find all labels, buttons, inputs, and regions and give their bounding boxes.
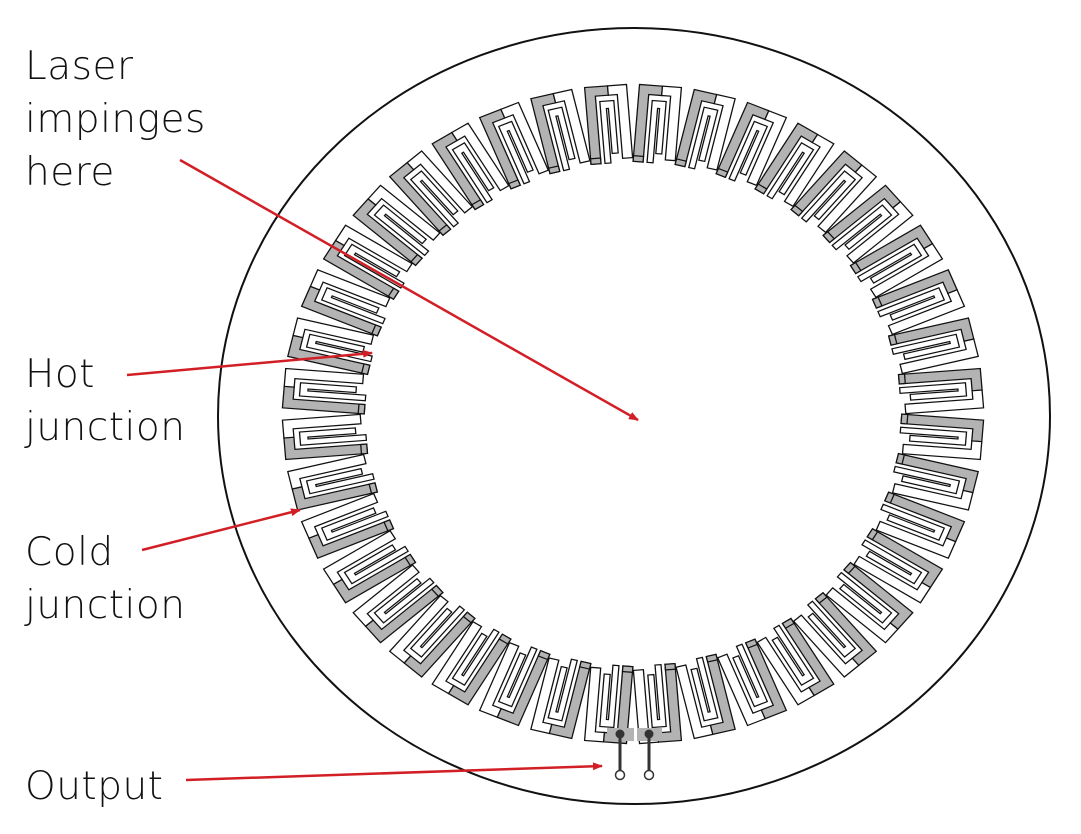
thermocouple-element bbox=[286, 453, 379, 511]
output-arrow bbox=[185, 762, 603, 782]
sensor-disc-outline bbox=[217, 27, 1051, 805]
thermocouple-element bbox=[478, 641, 551, 727]
output-label: Output bbox=[25, 764, 164, 809]
thermocouple-element bbox=[281, 413, 369, 461]
thermocouple-element bbox=[853, 527, 944, 604]
thermocouple-element bbox=[849, 224, 944, 299]
hot-junction-label-line: Hot bbox=[25, 352, 95, 397]
thermocouple-element bbox=[352, 184, 441, 267]
thermocouple-element bbox=[754, 122, 835, 208]
thermocouple-element bbox=[388, 150, 474, 237]
thermocouple-element bbox=[674, 88, 736, 171]
output-terminal-right bbox=[643, 769, 655, 781]
thermocouple-element bbox=[632, 83, 683, 164]
thermocouple-element bbox=[871, 269, 966, 336]
thermocouple-element bbox=[286, 317, 375, 376]
thermocouple-element bbox=[899, 413, 985, 461]
thermocouple-element bbox=[632, 662, 683, 745]
laser-label-line: impinges bbox=[25, 97, 206, 142]
annotation-arrows bbox=[126, 158, 639, 782]
thermocouple-element bbox=[875, 491, 966, 559]
thermocouple-element bbox=[530, 657, 592, 740]
cold-junction-label-line: junction bbox=[25, 583, 186, 628]
thermocouple-element bbox=[300, 269, 391, 337]
thermocouple-element bbox=[792, 591, 878, 678]
thermocouple-element bbox=[322, 529, 417, 604]
thermocouple-element bbox=[300, 492, 395, 559]
thermocouple-element bbox=[897, 367, 985, 415]
output-terminals bbox=[607, 728, 662, 781]
thermocouple-element bbox=[790, 150, 878, 234]
thermocouple-element bbox=[887, 317, 980, 375]
hot-junction-label-line: junction bbox=[25, 405, 186, 450]
cold-junction-label-line: Cold bbox=[25, 530, 114, 575]
thermocouple-element bbox=[431, 122, 510, 211]
thermocouple-element bbox=[675, 653, 736, 740]
cold-junction-arrow bbox=[141, 508, 301, 552]
hot-junction-arrow bbox=[126, 349, 373, 377]
thermocouple-element bbox=[352, 564, 444, 644]
thermocouple-element bbox=[756, 617, 835, 706]
laser-label-line: here bbox=[25, 150, 115, 195]
thermocouple-element bbox=[388, 594, 476, 678]
thermocouple-element bbox=[478, 101, 550, 190]
cold-junction-label: Cold junction bbox=[25, 526, 185, 632]
thermocouple-element bbox=[891, 452, 980, 511]
thermocouple-element bbox=[716, 638, 788, 727]
laser-arrow bbox=[179, 158, 639, 422]
thermocouple-element bbox=[825, 561, 914, 644]
thermocouple-ring bbox=[281, 83, 985, 745]
thermocouple-element bbox=[822, 184, 914, 264]
thermocouple-element bbox=[431, 620, 512, 706]
thermocouple-element bbox=[530, 88, 591, 175]
laser-label: Laser impinges here bbox=[25, 40, 206, 199]
thermocouple-element bbox=[281, 367, 367, 415]
thermocouple-element bbox=[583, 83, 634, 166]
hot-junction-label: Hot junction bbox=[25, 348, 185, 454]
thermocouple-element bbox=[715, 101, 788, 187]
laser-label-line: Laser bbox=[25, 44, 134, 89]
thermocouple-element bbox=[583, 664, 634, 745]
thermocouple-element bbox=[322, 224, 413, 301]
output-terminal-left bbox=[614, 769, 626, 781]
